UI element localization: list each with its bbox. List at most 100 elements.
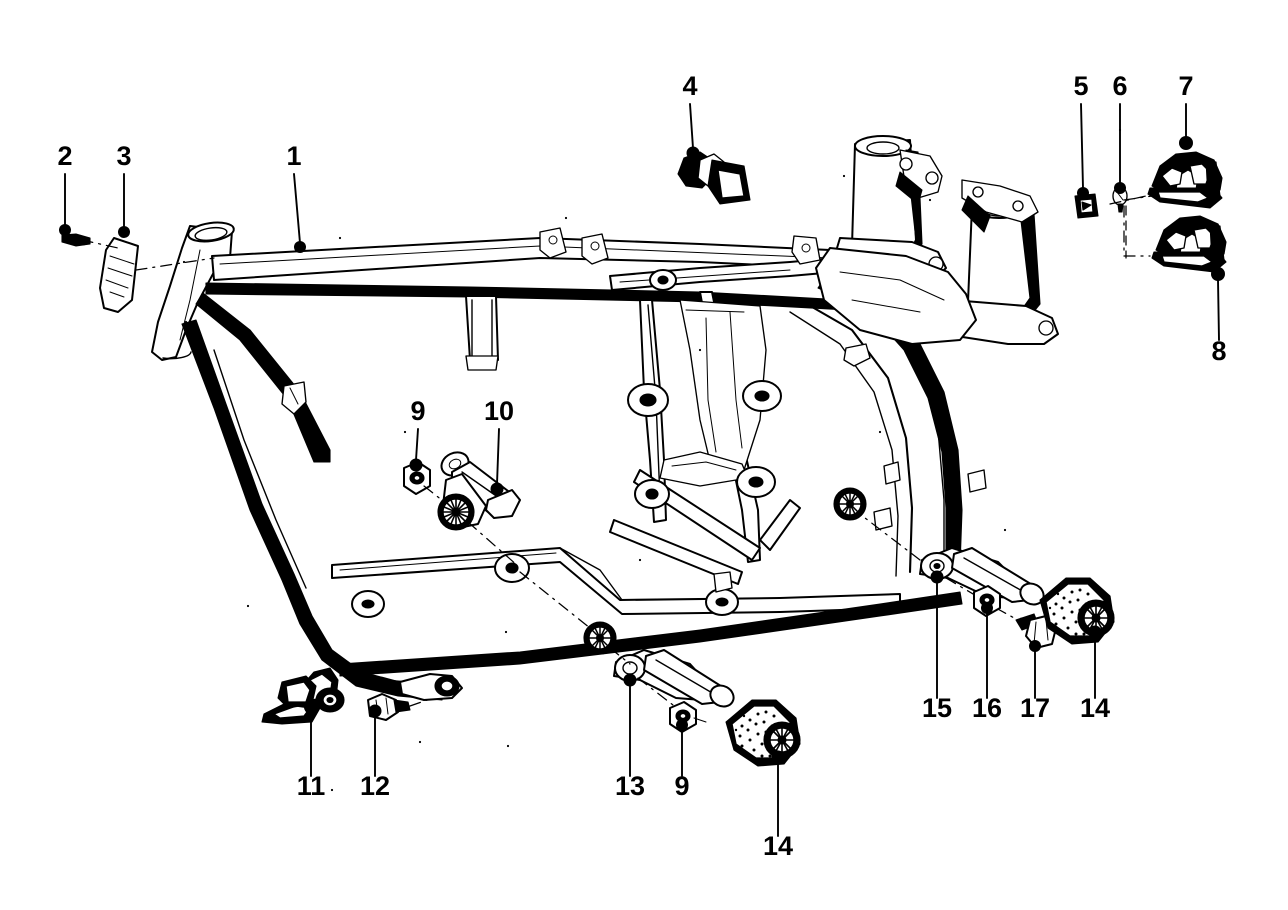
callout-dot xyxy=(118,226,130,238)
callout-6-screw: 6 xyxy=(1112,71,1128,194)
callout-leader-line xyxy=(496,428,500,485)
lead-dash-16-17 xyxy=(995,607,1037,631)
callout-dot xyxy=(771,750,785,764)
callout-dot xyxy=(59,224,71,236)
callout-number-16: 16 xyxy=(972,693,1002,723)
callout-number-3: 3 xyxy=(116,141,131,171)
callout-number-6: 6 xyxy=(1112,71,1127,101)
callout-dot xyxy=(1077,187,1089,199)
callout-7-bracket-upper: 7 xyxy=(1178,71,1194,150)
lead-dash-bracket7 xyxy=(1109,195,1147,205)
part-7-bracket-upper xyxy=(1147,151,1223,209)
callout-dot xyxy=(676,719,688,731)
callout-dot xyxy=(1029,640,1041,652)
callout-dot xyxy=(368,704,382,718)
callout-1-main-frame: 1 xyxy=(286,141,306,253)
callout-9-nut: 9 xyxy=(409,396,426,472)
frame-downtube xyxy=(195,292,331,463)
callout-15-footrest-arm-rear-right: 15 xyxy=(922,570,952,723)
frame-tabs xyxy=(713,343,987,593)
frame-rear-loop-inner xyxy=(789,298,914,577)
callout-dot xyxy=(304,700,318,714)
frame-lower-loop xyxy=(181,319,443,701)
callout-number-14: 14 xyxy=(1080,693,1110,723)
callout-number-15: 15 xyxy=(922,693,952,723)
callout-11-stand-bracket: 11 xyxy=(297,700,326,801)
part-3-identification-plate xyxy=(99,237,139,313)
lead-dash-part-10 xyxy=(467,521,519,567)
callout-leader-line xyxy=(689,103,694,149)
callout-dot xyxy=(930,570,944,584)
callout-8-bracket-lower: 8 xyxy=(1211,267,1227,366)
callout-dot xyxy=(1088,625,1102,639)
lead-dash-13-hub xyxy=(609,647,631,665)
callout-4-cable-clamp: 4 xyxy=(682,71,700,160)
callout-number-2: 2 xyxy=(57,141,72,171)
callout-number-11: 11 xyxy=(297,771,326,801)
part-16-nut xyxy=(973,585,1001,617)
callout-10-footrest-arm-left: 10 xyxy=(484,396,514,496)
splined-hub-10 xyxy=(437,493,475,531)
callout-5-lock-plate: 5 xyxy=(1073,71,1089,199)
part-2-screw xyxy=(61,233,91,247)
callout-dot xyxy=(1114,182,1126,194)
lead-dash-part-2 xyxy=(81,239,119,249)
callout-number-12: 12 xyxy=(360,771,390,801)
frame-lower-cradle-tube xyxy=(339,591,963,677)
callout-dot xyxy=(409,458,423,472)
callout-number-9: 9 xyxy=(410,396,425,426)
callout-dot xyxy=(1211,267,1225,281)
frame-foot-lug xyxy=(399,673,463,701)
part-14-footrest-rubber-right xyxy=(1039,577,1115,645)
callout-number-14: 14 xyxy=(763,831,793,861)
downtube-lug xyxy=(281,381,307,415)
part-5-lock-plate xyxy=(1074,193,1099,219)
lead-dash-center xyxy=(519,571,601,637)
lead-dash-15-frame xyxy=(851,507,921,561)
pivot-bosses xyxy=(351,269,782,618)
callout-9-nut: 9 xyxy=(674,719,690,801)
callout-14-footrest-rubber-right: 14 xyxy=(1080,625,1110,723)
part-13-footrest-arm xyxy=(583,621,735,708)
lead-dash-bracket8 xyxy=(1123,205,1151,257)
callout-number-7: 7 xyxy=(1178,71,1193,101)
callout-number-1: 1 xyxy=(286,141,301,171)
callout-dot xyxy=(623,673,637,687)
callout-dot xyxy=(294,241,306,253)
rear-frame-junction xyxy=(815,247,977,345)
callout-number-5: 5 xyxy=(1073,71,1088,101)
callout-12-bolt: 12 xyxy=(360,704,390,801)
part-4-cable-clamp xyxy=(677,151,751,205)
callout-dot xyxy=(981,602,993,614)
callout-number-9: 9 xyxy=(674,771,689,801)
part-14-footrest-rubber-left xyxy=(725,699,801,767)
callout-leader-line xyxy=(1217,279,1220,341)
rubber-spline-end-left xyxy=(763,721,801,759)
callout-2-screw-small: 2 xyxy=(57,141,73,236)
callout-leader-line xyxy=(1080,103,1084,189)
part-8-bracket-lower xyxy=(1151,215,1227,273)
callout-dot xyxy=(686,146,700,160)
callout-number-13: 13 xyxy=(615,771,645,801)
tank-mount-lugs xyxy=(539,227,821,265)
rear-shock-tower-right xyxy=(945,179,1059,345)
callout-dot xyxy=(490,482,504,496)
callout-13-footrest-arm-rear-left: 13 xyxy=(615,673,645,801)
callout-14-footrest-rubber-left: 14 xyxy=(763,750,793,861)
splined-hub-frame-right xyxy=(833,487,867,521)
splined-hub-13 xyxy=(583,621,617,655)
callout-3-identification-plate: 3 xyxy=(116,141,132,238)
callout-number-17: 17 xyxy=(1020,693,1050,723)
lead-dash-13-nut xyxy=(637,677,683,713)
callout-number-10: 10 xyxy=(484,396,514,426)
part-11-stand-bracket xyxy=(261,667,345,725)
part-10-footrest-arm xyxy=(437,451,521,531)
callout-dot xyxy=(1179,136,1193,150)
callout-leader-line xyxy=(415,428,419,461)
callout-17-bolt-hex: 17 xyxy=(1020,640,1050,723)
callout-number-4: 4 xyxy=(682,71,697,101)
